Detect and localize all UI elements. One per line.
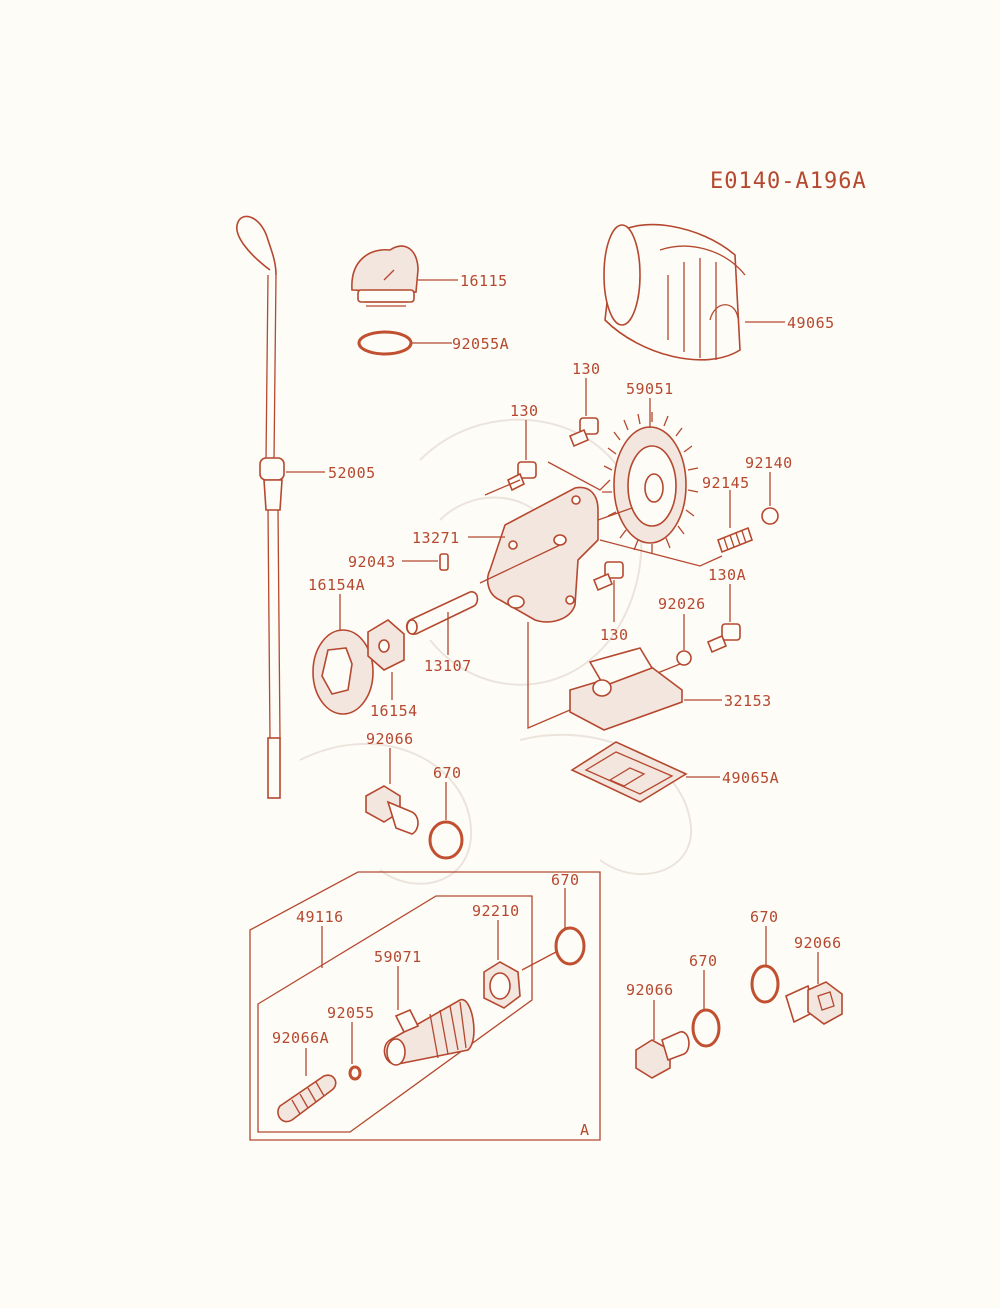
nut-92210 <box>483 961 521 1009</box>
label-670-upper: 670 <box>433 764 462 782</box>
label-92210: 92210 <box>472 902 520 920</box>
label-92140: 92140 <box>745 454 793 472</box>
section-marker-A: A <box>580 1121 590 1139</box>
label-52005: 52005 <box>328 464 376 482</box>
label-92055A: 92055A <box>452 335 509 353</box>
label-130A: 130A <box>708 566 746 584</box>
pipe-59071 <box>383 999 475 1066</box>
diagram-code: E0140-A196A <box>710 169 867 194</box>
oil-pump-gear <box>602 412 699 554</box>
spring-92145 <box>717 526 753 554</box>
o-ring-670-lower-left <box>691 1008 721 1048</box>
pump-shaft <box>405 591 479 635</box>
relief-valve-32153 <box>569 647 683 731</box>
label-92066-lower-right: 92066 <box>794 934 842 952</box>
label-59071: 59071 <box>374 948 422 966</box>
label-92066-lower-left: 92066 <box>626 981 674 999</box>
oil-strainer-49065A <box>570 741 688 803</box>
drain-plug-92066-upper <box>365 785 419 835</box>
label-49065: 49065 <box>787 314 835 332</box>
label-59051: 59051 <box>626 380 674 398</box>
drain-plug-92066-lower-left <box>635 1031 690 1079</box>
label-670-lower-left: 670 <box>689 952 718 970</box>
label-92055: 92055 <box>327 1004 375 1022</box>
label-670-box: 670 <box>551 871 580 889</box>
label-32153: 32153 <box>724 692 772 710</box>
label-92066A: 92066A <box>272 1029 329 1047</box>
label-130-lower: 130 <box>600 626 629 644</box>
o-ring-670-lower-right <box>750 964 780 1004</box>
o-ring-92055A <box>357 330 413 356</box>
bolt-130-left <box>506 461 537 492</box>
label-49116: 49116 <box>296 908 344 926</box>
label-13107: 13107 <box>424 657 472 675</box>
inner-rotor-16154 <box>367 619 405 671</box>
dipstick <box>236 215 285 799</box>
label-130-upper: 130 <box>572 360 601 378</box>
oil-filter <box>603 223 746 361</box>
label-16154: 16154 <box>370 702 418 720</box>
o-ring-670-box <box>554 926 586 966</box>
label-92043: 92043 <box>348 553 396 571</box>
label-92066-upper: 92066 <box>366 730 414 748</box>
assembly-A-box <box>249 871 601 1141</box>
outer-rotor-16154A <box>312 629 374 715</box>
oil-pump-body <box>486 486 599 623</box>
collar-92026 <box>676 650 692 666</box>
oil-filler-cap <box>351 245 419 307</box>
ball-92140 <box>761 507 779 525</box>
label-16115: 16115 <box>460 272 508 290</box>
o-ring-92055 <box>348 1065 362 1081</box>
label-670-lower-right: 670 <box>750 908 779 926</box>
label-92145: 92145 <box>702 474 750 492</box>
pin-92043 <box>439 553 449 571</box>
label-49065A: 49065A <box>722 769 779 787</box>
o-ring-670-upper <box>428 820 464 860</box>
bolt-130-upper <box>568 417 599 448</box>
label-130-left: 130 <box>510 402 539 420</box>
bolt-130A <box>706 623 741 654</box>
label-13271: 13271 <box>412 529 460 547</box>
label-92026: 92026 <box>658 595 706 613</box>
watermark-logo <box>299 418 693 885</box>
plug-92066A <box>277 1074 337 1123</box>
bolt-130-lower <box>592 561 624 592</box>
label-16154A: 16154A <box>308 576 365 594</box>
drain-plug-92066-lower-right <box>785 981 843 1025</box>
